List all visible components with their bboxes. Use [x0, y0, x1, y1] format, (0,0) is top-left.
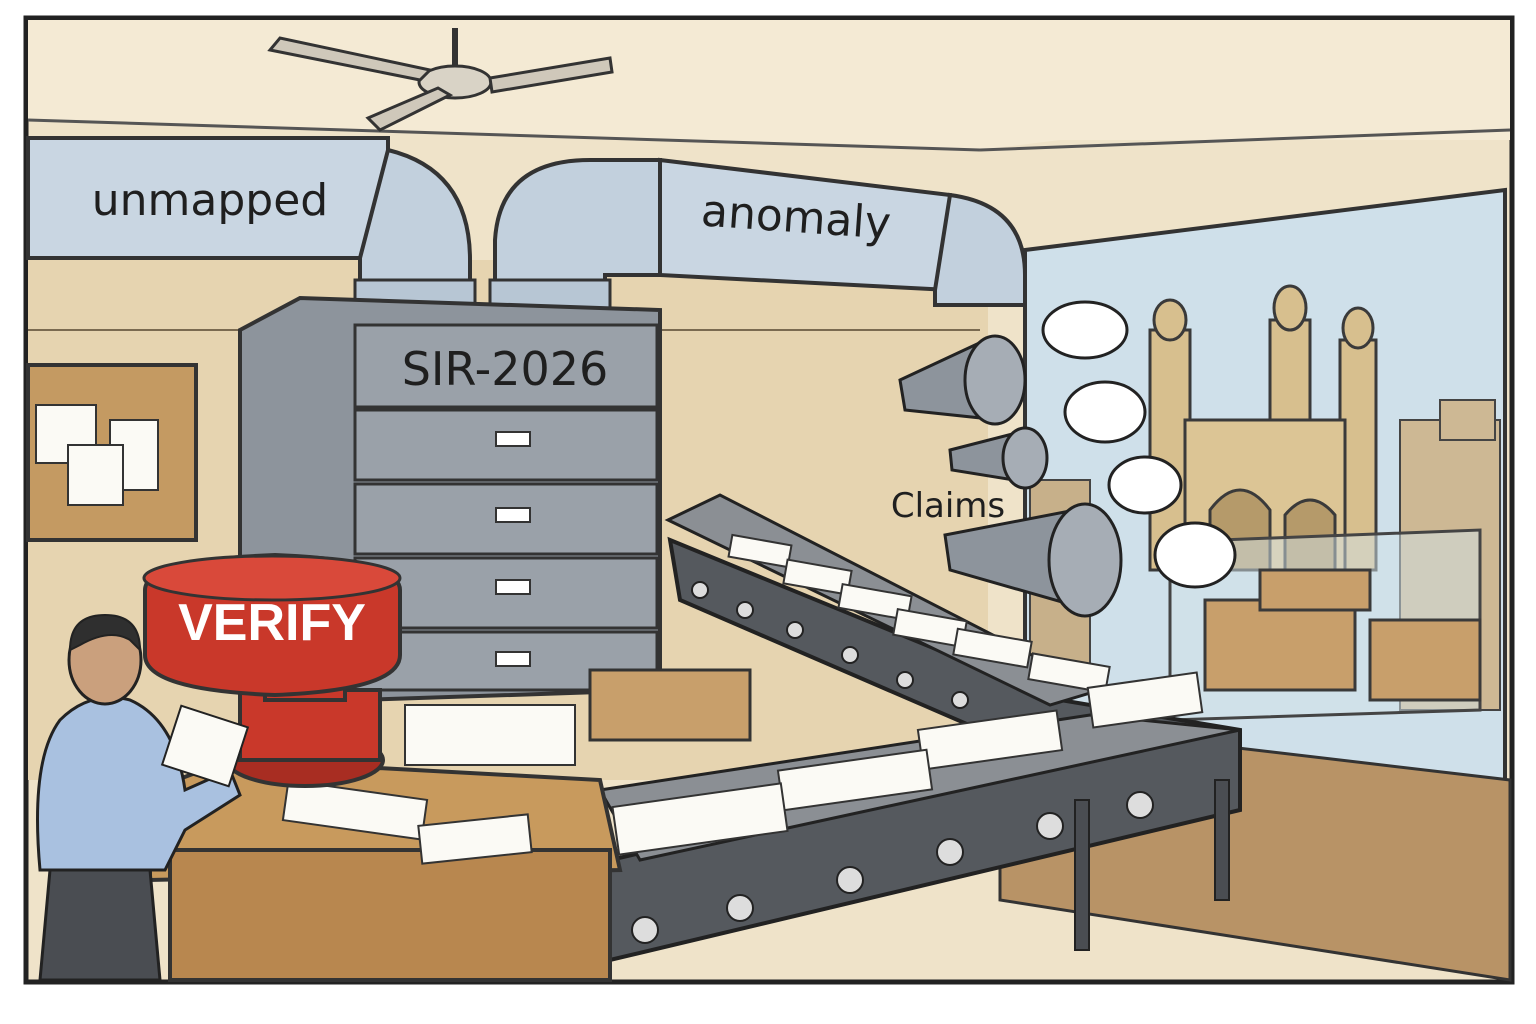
- cabinet-label: SIR-2026: [402, 342, 609, 396]
- bulletin-board: [26, 363, 198, 542]
- desk: [148, 757, 623, 982]
- person-figure: [36, 613, 250, 982]
- ceiling-edge-right: [979, 128, 1511, 152]
- pipe-label-unmapped: unmapped: [92, 175, 328, 226]
- ceiling-fan-icon: [267, 28, 614, 132]
- verify-label: VERIFY: [178, 594, 366, 652]
- verify-button-icon: [142, 552, 402, 788]
- megaphone-label: Claims: [891, 486, 1005, 526]
- pipe-unmapped: [26, 136, 477, 312]
- pipe-anomaly: [488, 157, 1027, 312]
- megaphone-icon: [898, 334, 1123, 618]
- ceiling-edge: [27, 118, 981, 152]
- speech-bubbles: [1041, 300, 1237, 589]
- document-stacks: [404, 533, 1204, 856]
